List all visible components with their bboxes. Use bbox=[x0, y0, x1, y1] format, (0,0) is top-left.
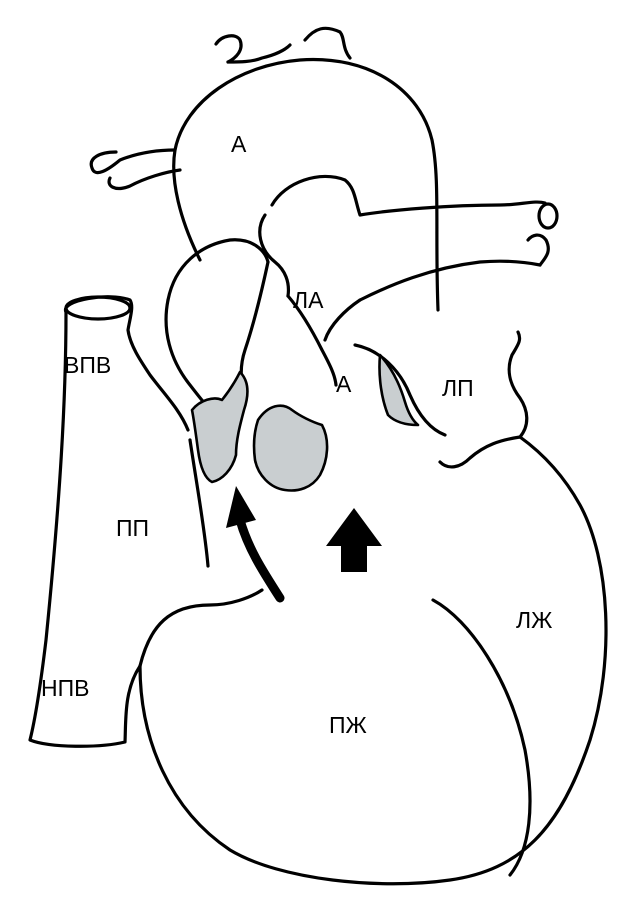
label-pulmonary-artery: ЛА bbox=[293, 287, 324, 313]
label-aorta-top: А bbox=[231, 131, 247, 157]
aortic-arch bbox=[91, 28, 438, 310]
label-left-ventricle: ЛЖ bbox=[516, 607, 552, 633]
ventricular-septal-defect-shade bbox=[254, 406, 327, 491]
heart-outline bbox=[140, 437, 606, 884]
right-ventricular-outflow-shade bbox=[192, 372, 247, 482]
label-right-atrium: ПП bbox=[116, 515, 149, 541]
label-aorta-inner: А bbox=[336, 371, 352, 397]
label-superior-vena-cava: ВПВ bbox=[64, 352, 111, 378]
label-inferior-vena-cava: НПВ bbox=[41, 675, 89, 701]
left-atrium-shade bbox=[379, 355, 418, 425]
left-atrium bbox=[355, 332, 527, 467]
curved-flow-arrow bbox=[226, 486, 280, 598]
label-left-atrium: ЛП bbox=[442, 375, 474, 401]
label-right-ventricle: ПЖ bbox=[329, 712, 367, 738]
upward-block-arrow bbox=[326, 508, 382, 572]
aortic-root bbox=[166, 240, 268, 405]
